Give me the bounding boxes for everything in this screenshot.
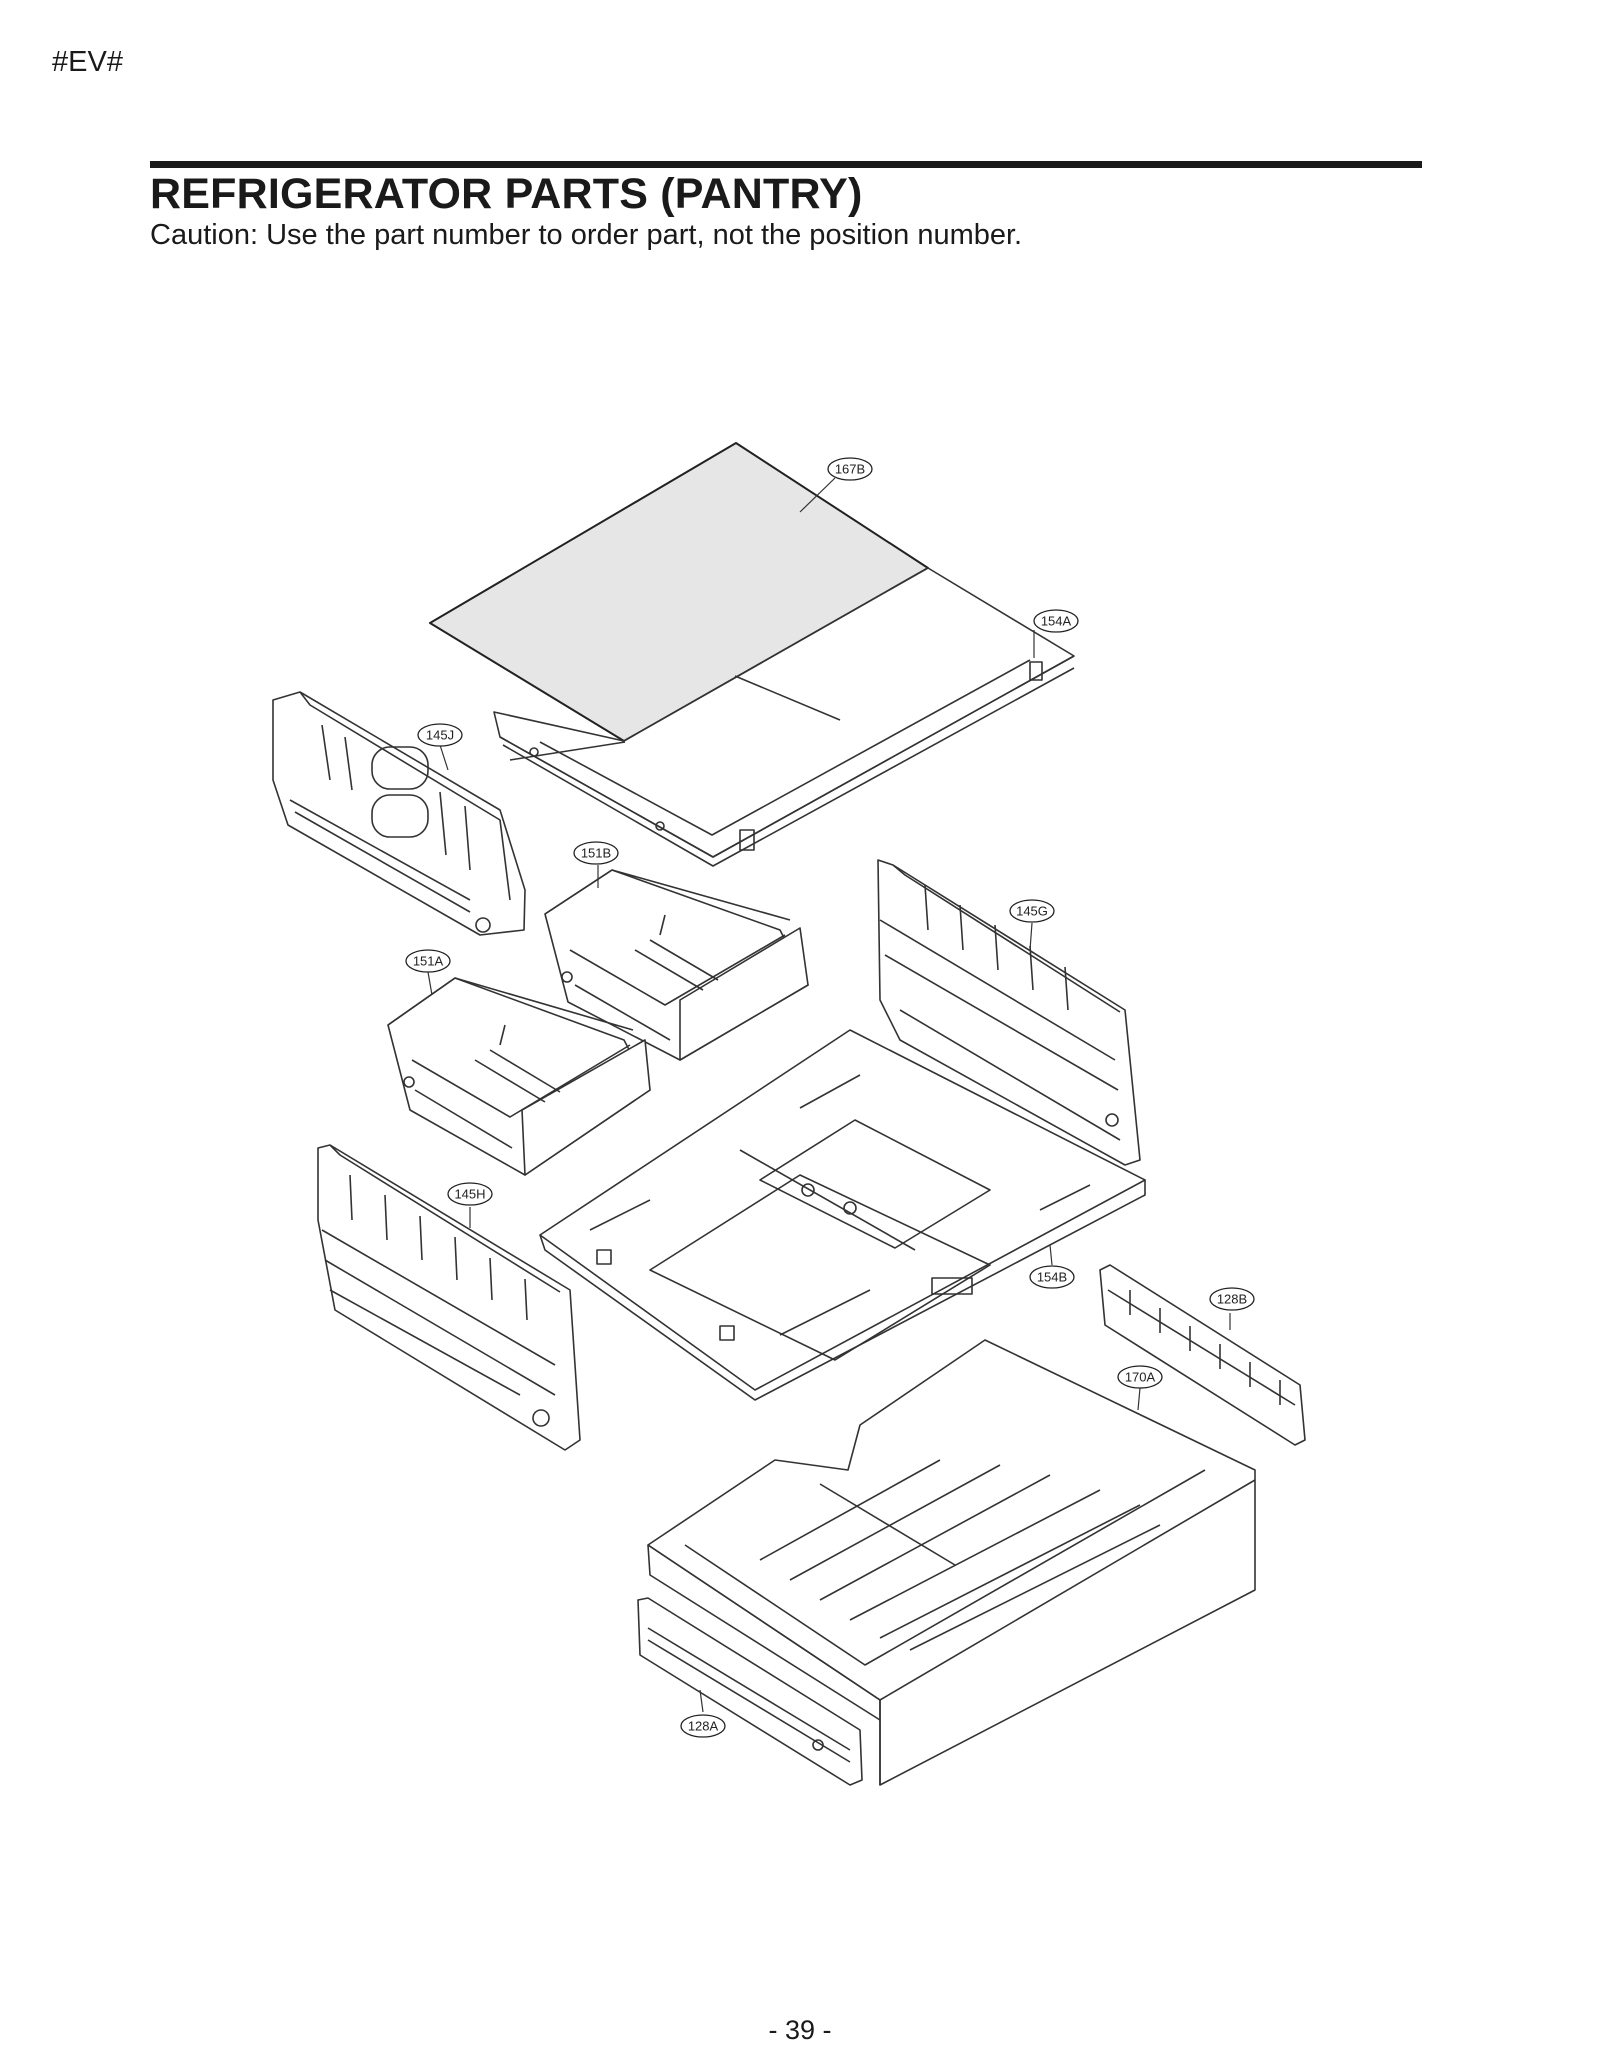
callout-154A [1033, 609, 1079, 633]
part-128B-rail-bracket [1099, 1264, 1306, 1446]
callout-label-154A: 154A [1041, 614, 1072, 629]
callout-151A [405, 949, 451, 973]
document-code: #EV# [52, 46, 123, 78]
callout-label-145G: 145G [1016, 904, 1048, 919]
callout-167B [827, 457, 873, 481]
callout-label-170A: 170A [1125, 1370, 1156, 1385]
callout-145J [417, 723, 463, 747]
part-151B-small-bin [544, 869, 809, 1061]
callout-128B [1209, 1287, 1255, 1311]
callout-145G [1009, 899, 1055, 923]
callout-bubbles [405, 457, 1255, 1738]
part-170A-large-drawer [647, 1339, 1256, 1786]
part-145J-left-divider [272, 691, 526, 936]
callout-label-128B: 128B [1217, 1292, 1247, 1307]
part-151A-small-bin [387, 977, 651, 1176]
part-128A-slide-rail [637, 1597, 863, 1786]
part-145G-right-divider [877, 859, 1141, 1166]
callout-145H [447, 1182, 493, 1206]
part-154B-center-tray [539, 1029, 1146, 1401]
caution-note: Caution: Use the part number to order pa… [150, 219, 1023, 251]
callout-151B [573, 841, 619, 865]
callout-label-145J: 145J [426, 728, 454, 743]
callout-154B [1029, 1265, 1075, 1289]
callout-label-128A: 128A [688, 1719, 719, 1734]
page-number: - 39 - [768, 2015, 832, 2045]
callout-170A [1117, 1365, 1163, 1389]
callout-128A [680, 1714, 726, 1738]
callout-label-167B: 167B [835, 462, 865, 477]
callout-leaders [427, 477, 1231, 1713]
part-145H-left-lower-divider [317, 1144, 581, 1451]
title-rule [150, 161, 1422, 168]
callout-label-154B: 154B [1037, 1270, 1067, 1285]
page-title: REFRIGERATOR PARTS (PANTRY) [150, 170, 863, 218]
callout-label-145H: 145H [454, 1187, 485, 1202]
part-154A-shelf-frame [493, 567, 1075, 867]
callout-label-151A: 151A [413, 954, 444, 969]
callout-label-151B: 151B [581, 846, 611, 861]
